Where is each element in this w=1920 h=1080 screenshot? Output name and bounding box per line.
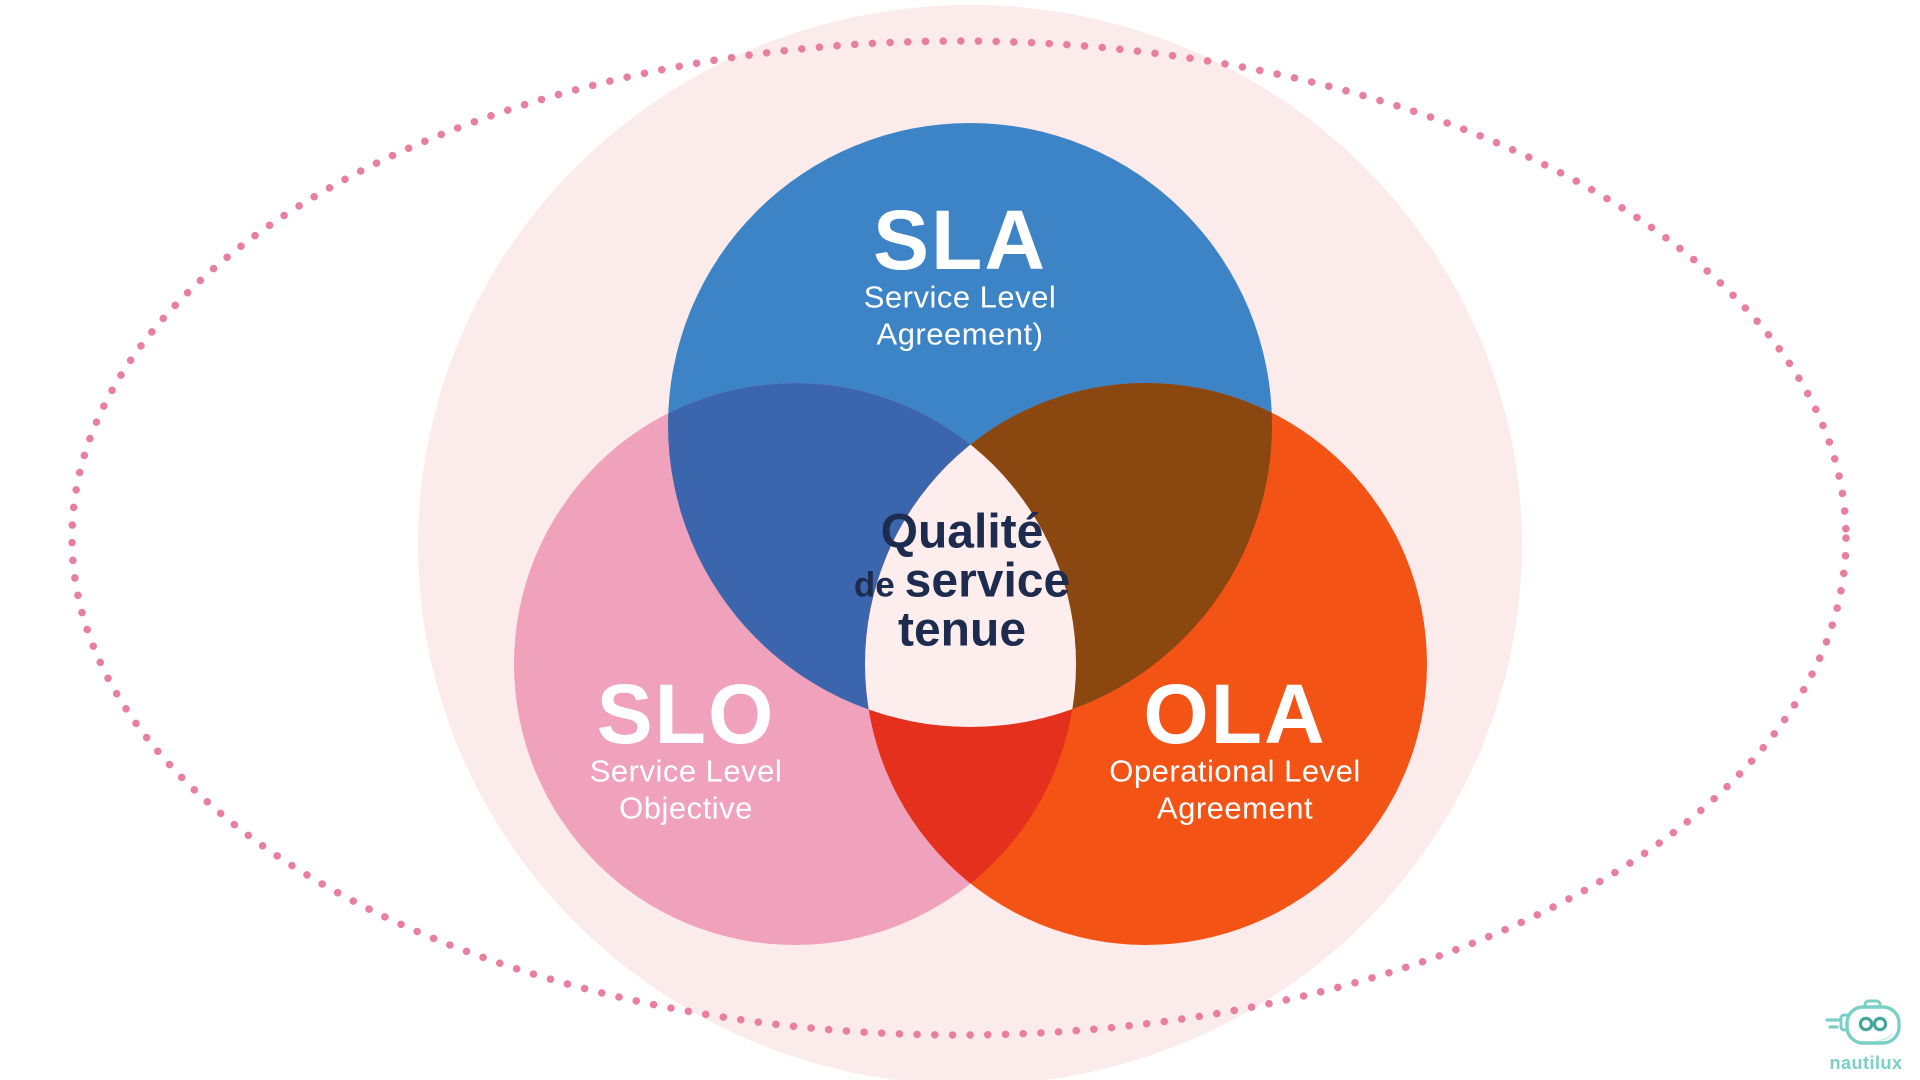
nautilux-logo-text: nautilux bbox=[1829, 1053, 1903, 1073]
sla-title: SLA bbox=[873, 193, 1047, 287]
slo-title: SLO bbox=[596, 667, 776, 761]
sla-subtitle: Service Level Agreement) bbox=[864, 279, 1057, 352]
slo-subtitle-line1: Service Level bbox=[589, 753, 783, 789]
sla-subtitle-line2: Agreement) bbox=[876, 316, 1044, 351]
center-line1: Qualité bbox=[880, 505, 1044, 559]
sla-subtitle-line1: Service Level bbox=[863, 279, 1057, 315]
slo-subtitle: Service Level Objective bbox=[590, 753, 783, 826]
ola-subtitle-line1: Operational Level bbox=[1109, 753, 1361, 789]
nautilux-logo: nautilux bbox=[1820, 998, 1912, 1074]
dotted-border-ellipse bbox=[68, 37, 1850, 1039]
ola-title: OLA bbox=[1143, 667, 1327, 761]
ola-subtitle-line2: Agreement bbox=[1156, 790, 1314, 825]
nautilux-submarine-icon bbox=[1825, 999, 1901, 1045]
center-line2-large: service bbox=[904, 554, 1071, 608]
ola-subtitle: Operational Level Agreement bbox=[1109, 753, 1361, 826]
slo-subtitle-line2: Objective bbox=[619, 790, 753, 825]
triple-overlap bbox=[865, 383, 1076, 727]
center-line2-small: de bbox=[853, 565, 895, 605]
triple-overlap-group bbox=[865, 383, 1076, 727]
center-line3: tenue bbox=[897, 603, 1027, 657]
